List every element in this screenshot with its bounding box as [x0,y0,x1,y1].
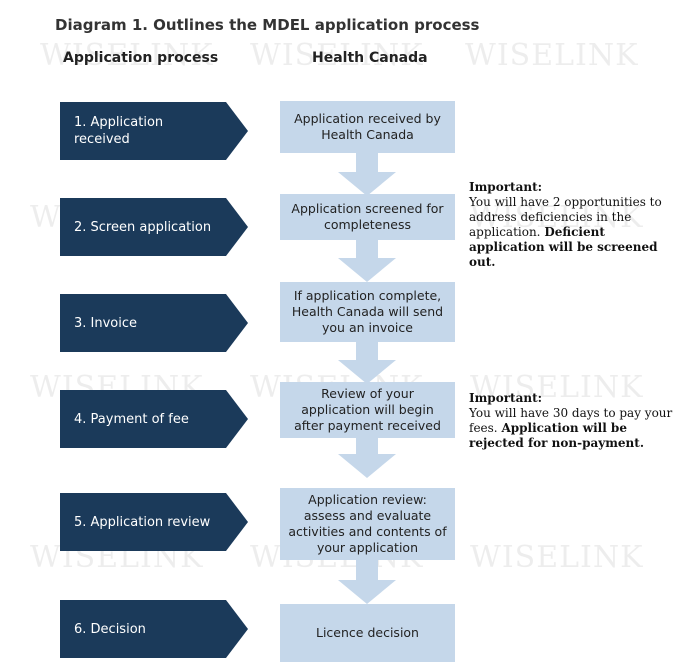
watermark: WISELINK [470,540,644,575]
health-canada-box-4: Review of your application will begin af… [280,382,455,438]
note-heading: Important: [469,391,543,405]
chevron-shape [60,294,248,352]
health-canada-box-1: Application received by Health Canada [280,101,455,153]
process-step-5: 5. Application review [60,493,248,551]
health-canada-box-5: Application review: assess and evaluate … [280,488,455,560]
process-step-label: 5. Application review [74,514,211,530]
watermark: WISELINK [250,38,424,73]
health-canada-box-3: If application complete, Health Canada w… [280,282,455,342]
health-canada-box-2: Application screened for completeness [280,194,455,240]
diagram-title: Diagram 1. Outlines the MDEL application… [55,16,480,34]
note-bold-text: Deficient application will be screened o… [469,225,658,269]
process-step-1: 1. Application received [60,102,248,160]
down-arrow-icon [338,150,396,196]
process-step-label: 1. Application received [74,115,164,147]
chevron-shape [60,493,248,551]
chevron-shape [60,600,248,658]
watermark: WISELINK [465,38,639,73]
health-canada-box-6: Licence decision [280,604,455,662]
process-step-label: 3. Invoice [74,315,138,331]
process-step-label: 2. Screen application [74,219,212,235]
down-arrow-icon [338,338,396,384]
important-note-2: Important: You will have 30 days to pay … [469,391,674,451]
note-heading: Important: [469,180,543,194]
down-arrow-icon [338,432,396,478]
chevron-shape [60,102,248,160]
watermark: WISELINK [470,370,644,405]
important-note-1: Important: You will have 2 opportunities… [469,180,674,270]
chevron-shape [60,198,248,256]
watermark: WISELINK [40,38,214,73]
process-step-4: 4. Payment of fee [60,390,248,448]
down-arrow-icon [338,556,396,604]
process-step-2: 2. Screen application [60,198,248,256]
watermark: WISELINK [470,200,644,235]
column-heading-application-process: Application process [63,50,219,66]
column-heading-health-canada: Health Canada [312,50,428,66]
down-arrow-icon [338,236,396,282]
process-step-3: 3. Invoice [60,294,248,352]
process-step-6: 6. Decision [60,600,248,658]
process-step-label: 6. Decision [74,621,146,637]
process-step-label: 4. Payment of fee [74,411,189,427]
note-bold-text: Application will be rejected for non-pay… [469,421,645,450]
chevron-shape [60,390,248,448]
note-text: You will have 2 opportunities to address… [469,195,662,239]
note-text: You will have 30 days to pay your fees. [469,406,673,435]
